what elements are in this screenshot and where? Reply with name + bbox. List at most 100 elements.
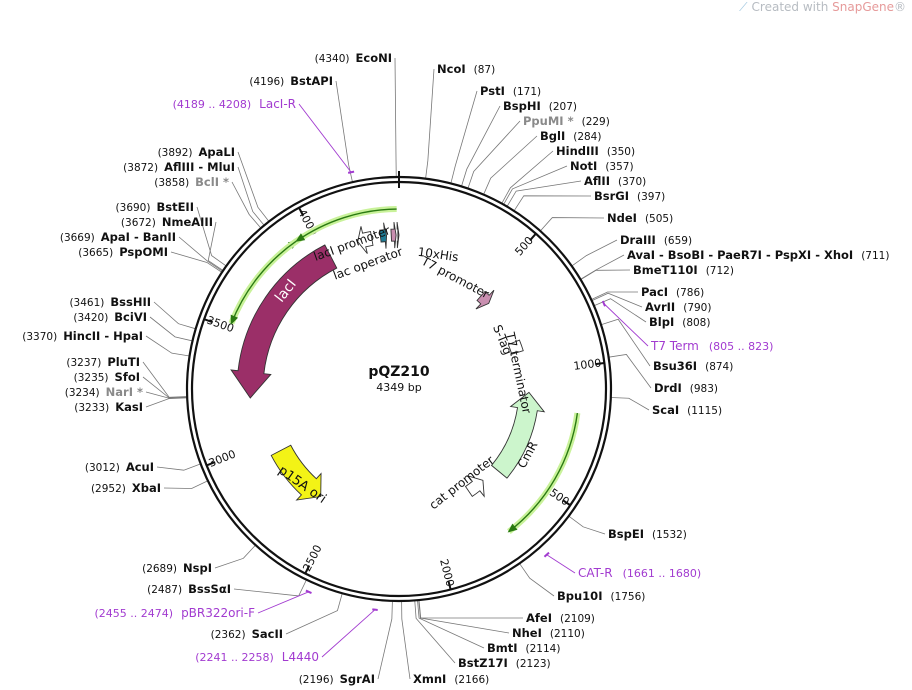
enzyme-name: ApaLI [199, 145, 236, 159]
enzyme-site-bpu10i[interactable]: Bpu10I(1756) [557, 589, 645, 603]
enzyme-site-bsphi[interactable]: BspHI(207) [503, 99, 577, 113]
enzyme-leader [608, 354, 652, 389]
enzyme-name: AvrII [645, 300, 675, 314]
enzyme-position: (4196) [249, 76, 284, 88]
feature-p15a-ori[interactable] [270, 444, 322, 501]
primer-labels: LacI-R(4189 .. 4208) T7 Term(805 .. 823) C… [95, 97, 774, 664]
feature-10xhis[interactable] [396, 221, 400, 249]
feature-t7-terminator[interactable] [507, 339, 524, 355]
tick-mark [595, 361, 605, 366]
enzyme-site-afliii[interactable]: AflIII - MluI(3872) [123, 160, 235, 174]
feature-t7-promoter[interactable] [390, 222, 397, 249]
enzyme-site-acui[interactable]: AcuI(3012) [85, 460, 154, 474]
primer-laci-r[interactable]: LacI-R(4189 .. 4208) [173, 97, 355, 174]
enzyme-site-afei[interactable]: AfeI(2109) [526, 611, 595, 625]
enzyme-site-sgrai[interactable]: SgrAI(2196) [299, 672, 375, 686]
enzyme-position: (171) [513, 86, 541, 98]
feature-laci[interactable] [230, 244, 338, 399]
enzyme-site-sacii[interactable]: SacII(2362) [211, 627, 283, 641]
enzyme-site-ncoi[interactable]: NcoI(87) [437, 62, 495, 76]
enzyme-site-nari[interactable]: NarI *(3234) [65, 385, 143, 399]
lacI-left-strand-orf-arrowhead [230, 314, 239, 325]
enzyme-site-bmet110i[interactable]: BmeT110I(712) [633, 263, 734, 277]
enzyme-site-ppumi[interactable]: PpuMI *(229) [523, 114, 610, 128]
enzyme-site-nspi[interactable]: NspI(2689) [142, 561, 212, 575]
enzyme-position: (357) [605, 161, 633, 173]
snapgene-watermark: ⟋Created with SnapGene® [739, 0, 906, 15]
enzyme-leader [503, 165, 568, 205]
primer-binding-mark [601, 300, 606, 307]
enzyme-leader [142, 361, 188, 398]
primer-cat-r[interactable]: CAT-R(1661 .. 1680) [543, 551, 701, 580]
feature-cmr[interactable] [490, 391, 546, 479]
enzyme-site-psti[interactable]: PstI(171) [480, 84, 541, 98]
enzyme-site-apali[interactable]: ApaLI(3892) [158, 145, 235, 159]
feature-lac-operator[interactable] [379, 222, 388, 249]
enzyme-name: BstAPI [290, 74, 333, 88]
enzyme-name: Bpu10I [557, 589, 602, 603]
enzyme-site-nhei[interactable]: NheI(2110) [512, 626, 585, 640]
enzyme-leader [142, 376, 188, 399]
primer-t7-term[interactable]: T7 Term(805 .. 823) [601, 300, 774, 353]
enzyme-site-ndei[interactable]: NdeI(505) [607, 211, 673, 225]
enzyme-site-draiii[interactable]: DraIII(659) [620, 233, 692, 247]
enzyme-site-hincii[interactable]: HincII - HpaI(3370) [22, 329, 143, 343]
enzyme-site-pspomi[interactable]: PspOMI(3665) [78, 245, 168, 259]
enzyme-site-bcivi[interactable]: BciVI(3420) [73, 310, 147, 324]
enzyme-site-bgli[interactable]: BglI(284) [540, 129, 601, 143]
enzyme-site-aflii[interactable]: AflII(370) [584, 174, 646, 188]
enzyme-site-bcli[interactable]: BclI *(3858) [154, 175, 229, 189]
enzyme-site-bspei[interactable]: BspEI(1532) [608, 527, 687, 541]
enzyme-site-sfoi[interactable]: SfoI(3235) [74, 370, 140, 384]
enzyme-position: (397) [637, 191, 665, 203]
feature-s-tag[interactable] [475, 289, 495, 310]
primer-pbr322ori-f[interactable]: pBR322ori-F(2455 .. 2474) [95, 589, 312, 620]
primer-range: (2241 .. 2258) [195, 651, 274, 664]
enzyme-site-xbai[interactable]: XbaI(2952) [91, 481, 161, 495]
enzyme-leader-lines [142, 57, 652, 680]
tick-mark [529, 233, 537, 242]
enzyme-position: (3237) [66, 357, 101, 369]
enzyme-site-bstapi[interactable]: BstAPI (4196) [249, 74, 333, 88]
enzyme-site-bsssαi[interactable]: BssSαI(2487) [147, 582, 231, 596]
enzyme-position: (1115) [687, 405, 722, 417]
primer-leader [321, 609, 376, 658]
enzyme-site-kasi[interactable]: KasI(3233) [74, 400, 143, 414]
enzyme-site-paci[interactable]: PacI(786) [641, 285, 704, 299]
enzyme-leader [233, 579, 307, 597]
enzyme-site-noti[interactable]: NotI (357) [570, 159, 634, 173]
primer-l4440[interactable]: L4440(2241 .. 2258) [195, 608, 378, 664]
enzyme-site-apai[interactable]: ApaI - BanII(3669) [60, 230, 176, 244]
enzyme-site-econi[interactable]: EcoNI(4340) [315, 51, 392, 65]
enzyme-site-bmti[interactable]: BmtI(2114) [487, 641, 560, 655]
enzyme-site-nmeaiii[interactable]: NmeAIII(3672) [121, 215, 213, 229]
feature-label-t7-terminator: T7 terminator [503, 330, 534, 415]
enzyme-site-bstz17i[interactable]: BstZ17I(2123) [458, 656, 551, 670]
enzyme-site-bsrgi[interactable]: BsrGI(397) [594, 189, 665, 203]
enzyme-position: (3669) [60, 232, 95, 244]
enzyme-leader [145, 397, 188, 408]
enzyme-site-drdi[interactable]: DrdI(983) [654, 381, 718, 395]
feature-cat-promoter[interactable] [464, 475, 485, 498]
enzyme-site-avai[interactable]: AvaI - BsoBI - PaeR7I - PspXI - XhoI(711… [627, 248, 889, 262]
enzyme-site-bsteii[interactable]: BstEII(3690) [116, 200, 194, 214]
enzyme-site-xmni[interactable]: XmnI(2166) [413, 672, 489, 686]
primer-leader [257, 591, 309, 614]
enzyme-site-bsu36i[interactable]: Bsu36I(874) [653, 359, 733, 373]
enzyme-leader [178, 236, 223, 272]
enzyme-site-pluti[interactable]: PluTI(3237) [66, 355, 140, 369]
enzyme-site-blpi[interactable]: BlpI(808) [649, 315, 710, 329]
enzyme-leader [285, 593, 343, 635]
enzyme-site-hindiii[interactable]: HindIII(350) [556, 144, 635, 158]
enzyme-leader [467, 120, 521, 189]
enzyme-site-avrii[interactable]: AvrII(790) [645, 300, 711, 314]
lacI-top-strand-orf-line [296, 208, 397, 242]
enzyme-name: AflIII - MluI [164, 160, 235, 174]
feature-laci-promoter[interactable] [357, 226, 374, 254]
enzyme-name: SgrAI [340, 672, 375, 686]
enzyme-site-bsshii[interactable]: BssHII(3461) [69, 295, 151, 309]
enzyme-position: (983) [690, 383, 718, 395]
enzyme-site-scai[interactable]: ScaI(1115) [652, 403, 722, 417]
enzyme-name: BspEI [608, 527, 644, 541]
enzyme-name: NotI [570, 159, 597, 173]
